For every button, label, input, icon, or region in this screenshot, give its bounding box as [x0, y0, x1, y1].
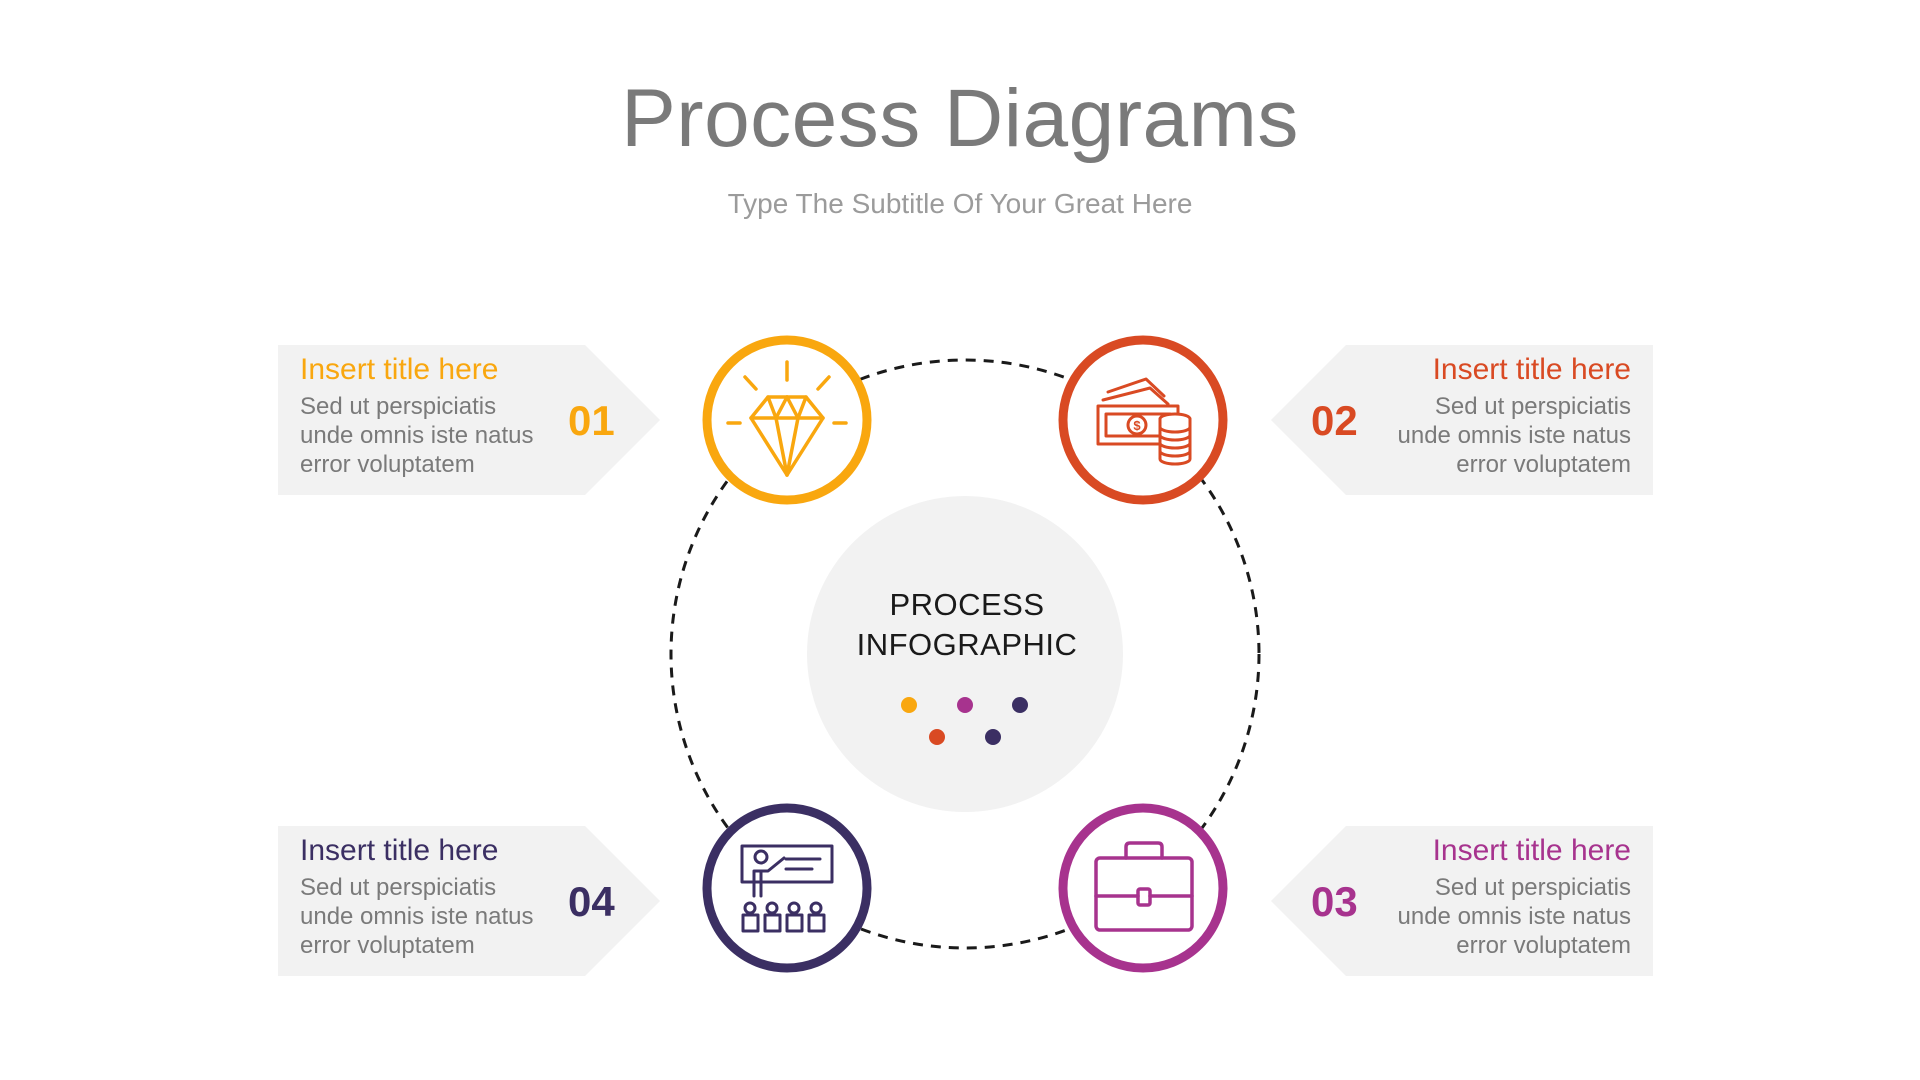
card-bg-01 — [278, 345, 660, 495]
step-number-01: 01 — [568, 397, 615, 444]
step-number-04: 04 — [568, 878, 615, 925]
step-body-02: Sed ut perspiciatis unde omnis iste natu… — [1321, 392, 1631, 479]
presentation-icon — [740, 844, 834, 933]
step-body-04: Sed ut perspiciatis unde omnis iste natu… — [300, 873, 610, 960]
page-subtitle: Type The Subtitle Of Your Great Here — [727, 188, 1193, 219]
hub-dot-navy-2 — [985, 729, 1001, 745]
step-title-04: Insert title here — [300, 834, 499, 867]
step-body-03-line2: unde omnis iste natus — [1397, 903, 1631, 930]
step-body-02-line1: Sed ut perspiciatis — [1434, 393, 1631, 420]
hub-dot-red — [929, 729, 945, 745]
step-body-03-line1: Sed ut perspiciatis — [1434, 874, 1631, 901]
step-card-02: Insert title here Sed ut perspiciatis un… — [1321, 352, 1631, 502]
diamond-icon — [726, 360, 848, 477]
center-label-line2: INFOGRAPHIC — [856, 627, 1078, 662]
step-number-02: 02 — [1311, 397, 1358, 444]
step-body-01: Sed ut perspiciatis unde omnis iste natu… — [300, 392, 610, 479]
step-title-01: Insert title here — [300, 353, 499, 386]
step-body-04-line3: error voluptatem — [300, 932, 475, 959]
briefcase-icon — [1094, 841, 1194, 932]
step-body-02-line2: unde omnis iste natus — [1397, 422, 1631, 449]
svg-text:$: $ — [1133, 418, 1141, 433]
card-bg-04 — [278, 826, 660, 976]
step-number-03: 03 — [1311, 878, 1358, 925]
hub-dot-magenta — [957, 697, 973, 713]
step-body-01-line2: unde omnis iste natus — [300, 422, 534, 449]
step-circle-04 — [702, 803, 872, 973]
card-bg-03 — [1271, 826, 1653, 976]
page-title: Process Diagrams — [621, 73, 1299, 164]
step-card-01: Insert title here Sed ut perspiciatis un… — [300, 352, 610, 502]
center-label-line1: PROCESS — [889, 587, 1045, 622]
step-body-03: Sed ut perspiciatis unde omnis iste natu… — [1321, 873, 1631, 960]
step-body-01-line1: Sed ut perspiciatis — [300, 393, 497, 420]
hub-dot-orange — [901, 697, 917, 713]
center-label: PROCESS INFOGRAPHIC — [809, 585, 1125, 665]
hub-dot-navy — [1012, 697, 1028, 713]
step-body-03-line3: error voluptatem — [1456, 932, 1631, 959]
step-card-03: Insert title here Sed ut perspiciatis un… — [1321, 833, 1631, 983]
step-title-02: Insert title here — [1432, 353, 1631, 386]
card-bg-02 — [1271, 345, 1653, 495]
step-body-01-line3: error voluptatem — [300, 451, 475, 478]
center-hub — [807, 496, 1123, 812]
step-body-04-line2: unde omnis iste natus — [300, 903, 534, 930]
dashed-ring — [669, 358, 1261, 950]
money-coins-icon: $ — [1096, 377, 1192, 466]
step-body-02-line3: error voluptatem — [1456, 451, 1631, 478]
step-body-04-line1: Sed ut perspiciatis — [300, 874, 497, 901]
step-title-03: Insert title here — [1432, 834, 1631, 867]
step-card-04: Insert title here Sed ut perspiciatis un… — [300, 833, 610, 983]
